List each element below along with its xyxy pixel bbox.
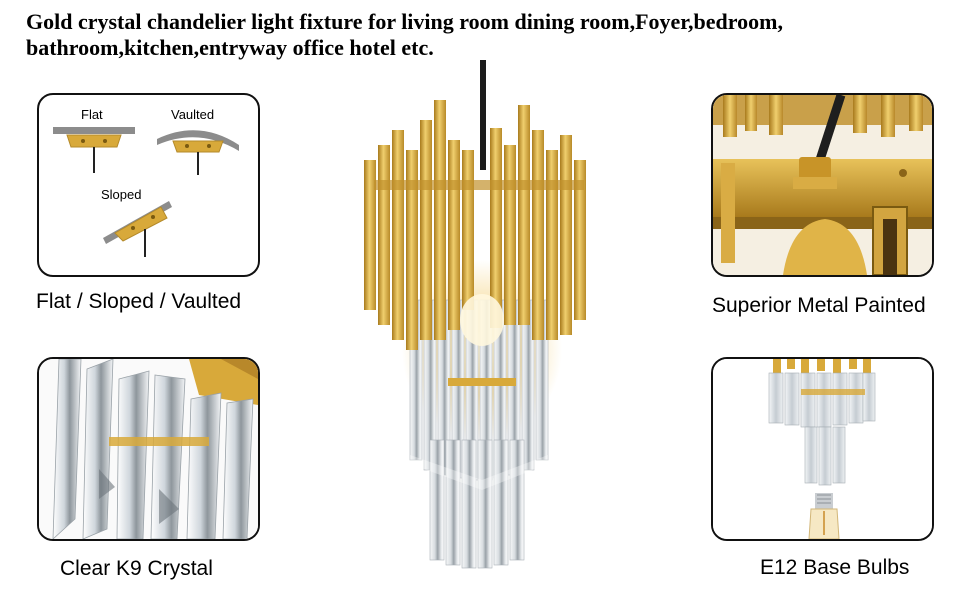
product-title: Gold crystal chandelier light fixture fo…: [26, 9, 783, 60]
metal-detail-image: [713, 95, 932, 275]
bulb-detail-image: [713, 359, 932, 539]
crystal-prisms: [409, 299, 549, 569]
mount-caption: Flat / Sloped / Vaulted: [36, 290, 242, 313]
vaulted-ceiling-icon: [157, 130, 239, 151]
metal-caption: Superior Metal Painted: [712, 294, 926, 317]
hanging-rod: [480, 60, 486, 170]
sloped-canopy-icon: [114, 206, 168, 242]
metal-detail-panel: [711, 93, 934, 277]
vaulted-label: Vaulted: [171, 107, 214, 122]
crystal-caption: Clear K9 Crystal: [60, 557, 213, 580]
crystal-detail-panel: [37, 357, 260, 541]
flat-ceiling-icon: [53, 127, 135, 134]
bulb-caption: E12 Base Bulbs: [760, 556, 910, 579]
gold-bars: [364, 100, 586, 350]
sloped-label: Sloped: [101, 187, 141, 202]
crystal-detail-image: [39, 359, 258, 539]
bulb-detail-panel: [711, 357, 934, 541]
flat-label: Flat: [81, 107, 103, 122]
mount-types-panel: Flat Vaulted Sloped: [37, 93, 260, 277]
chandelier-product-image: [364, 60, 586, 569]
vaulted-canopy-icon: [172, 140, 224, 153]
mount-types-illustration: Flat Vaulted Sloped: [53, 107, 239, 257]
flat-canopy-icon: [66, 134, 122, 148]
